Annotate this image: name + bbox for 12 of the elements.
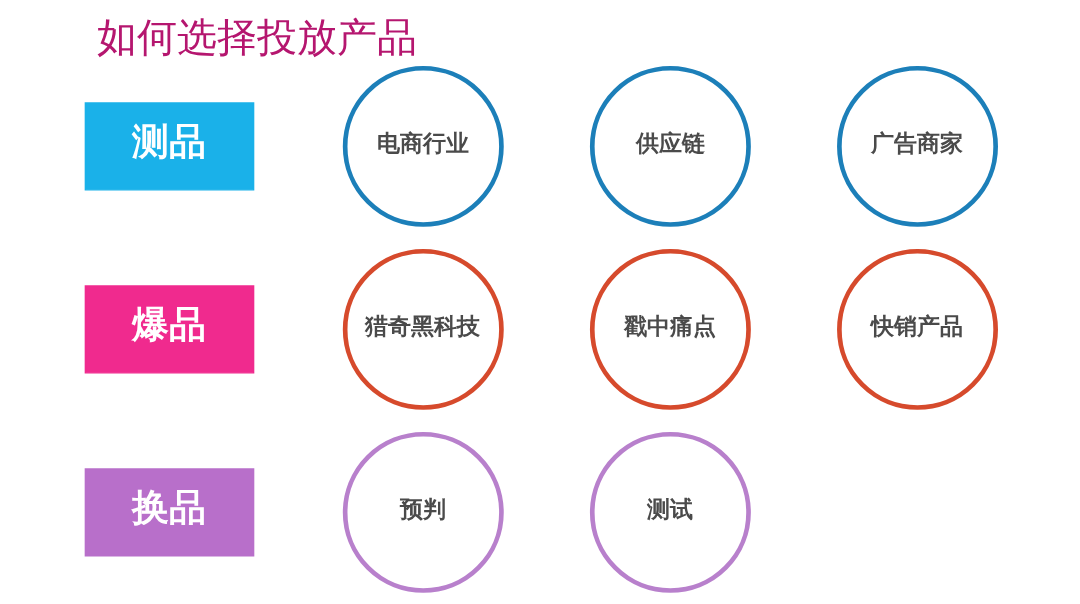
node-circle: 电商行业 [342,65,504,227]
node-circle: 测试 [589,431,751,593]
node-box: 测品 [84,102,254,191]
node-box: 换品 [84,468,254,557]
node-circle: 猎奇黑科技 [342,248,504,410]
node-circle: 供应链 [589,65,751,227]
node-circle: 戳中痛点 [589,248,751,410]
node-circle: 预判 [342,431,504,593]
node-circle: 快销产品 [836,248,998,410]
node-box: 爆品 [84,285,254,374]
diagram-title: 如何选择投放产品 [96,13,417,60]
node-circle: 广告商家 [836,65,998,227]
